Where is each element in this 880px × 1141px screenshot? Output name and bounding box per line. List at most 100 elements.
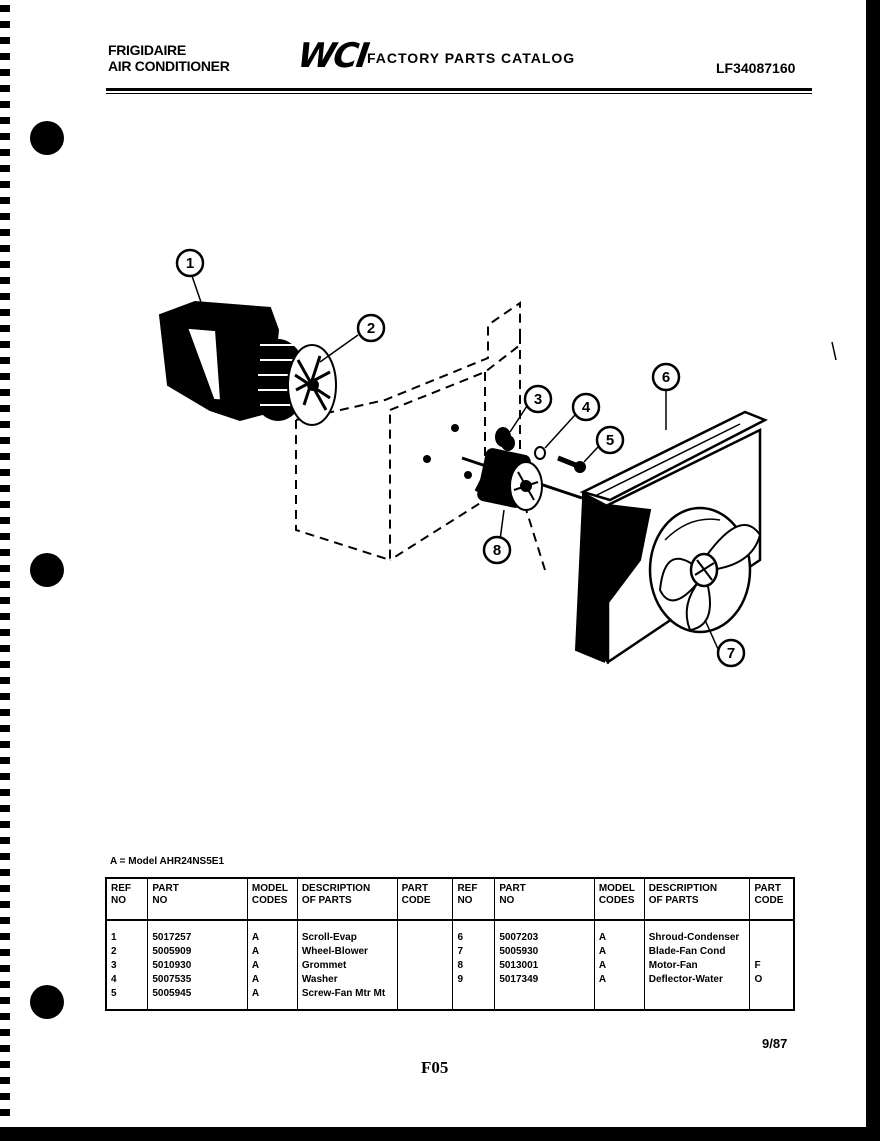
perforation-mark: [0, 149, 10, 156]
part-blower-wheel: [249, 339, 337, 426]
binder-hole-middle: [30, 553, 64, 587]
model-note: A = Model AHR24NS5E1: [110, 856, 225, 867]
perforation-mark: [0, 69, 10, 76]
callout-3: [523, 384, 553, 414]
perforation-mark: [0, 837, 10, 844]
part-grommet: [495, 427, 515, 451]
perforation-mark: [0, 709, 10, 716]
perforation-mark: [0, 661, 10, 668]
scan-mark: [831, 341, 837, 361]
header-rule-thin: [106, 93, 812, 94]
perforation-mark: [0, 405, 10, 412]
perforation-mark: [0, 645, 10, 652]
perforation-mark: [0, 773, 10, 780]
perforation-mark: [0, 309, 10, 316]
perforation-mark: [0, 533, 10, 540]
perforation-mark: [0, 949, 10, 956]
perforation-mark: [0, 1077, 10, 1084]
perforation-mark: [0, 341, 10, 348]
perforation-mark: [0, 37, 10, 44]
perforation-mark: [0, 197, 10, 204]
perforation-mark: [0, 901, 10, 908]
part-screw: [557, 455, 586, 473]
exploded-parts-diagram: 1 2 3 4 5 6 7 8: [158, 248, 837, 668]
callout-7: [716, 638, 746, 668]
perforation-mark: [0, 725, 10, 732]
perforation-mark: [0, 1013, 10, 1020]
perforation-mark: [0, 821, 10, 828]
catalog-number: LF34087160: [716, 60, 796, 76]
perforation-mark: [0, 53, 10, 60]
part-blade-fan-cond: [648, 506, 762, 634]
perforation-mark: [0, 965, 10, 972]
perforation-strip: [0, 0, 12, 1141]
product-type: AIR CONDITIONER: [108, 58, 230, 74]
part-washer: [534, 446, 546, 460]
callout-4-label: 4: [582, 399, 591, 416]
left-part-code-column: [397, 920, 454, 1010]
perforation-mark: [0, 693, 10, 700]
brand-name: FRIGIDAIRE: [108, 42, 186, 58]
perforation-mark: [0, 245, 10, 252]
perforation-mark: [0, 997, 10, 1004]
callout-2-label: 2: [367, 320, 375, 337]
perforation-mark: [0, 101, 10, 108]
perforation-mark: [0, 597, 10, 604]
callout-4: [571, 392, 601, 422]
perforation-mark: [0, 437, 10, 444]
perforation-mark: [0, 85, 10, 92]
callout-8: [482, 535, 512, 565]
part-fan-motor: [423, 424, 583, 511]
perforation-mark: [0, 981, 10, 988]
perforation-mark: [0, 1109, 10, 1116]
perforation-mark: [0, 805, 10, 812]
header-rule: [106, 88, 812, 91]
perforation-mark: [0, 453, 10, 460]
perforation-mark: [0, 885, 10, 892]
perforation-mark: [0, 181, 10, 188]
perforation-mark: [0, 677, 10, 684]
perforation-mark: [0, 229, 10, 236]
perforation-mark: [0, 485, 10, 492]
scan-border-bottom: [0, 1127, 880, 1141]
perforation-mark: [0, 1045, 10, 1052]
perforation-mark: [0, 421, 10, 428]
perforation-mark: [0, 1061, 10, 1068]
perforation-mark: [0, 469, 10, 476]
callout-5-label: 5: [606, 432, 614, 449]
perforation-mark: [0, 565, 10, 572]
brand-block: FRIGIDAIRE AIR CONDITIONER: [108, 42, 230, 74]
perforation-mark: [0, 853, 10, 860]
page-code: F05: [421, 1058, 449, 1077]
perforation-mark: [0, 501, 10, 508]
callout-leader-lines: [191, 275, 719, 650]
scan-border-right: [866, 0, 880, 1141]
callout-3-label: 3: [534, 391, 542, 408]
perforation-mark: [0, 629, 10, 636]
callout-6-label: 6: [662, 369, 670, 386]
perforation-mark: [0, 165, 10, 172]
revision-date: 9/87: [762, 1036, 788, 1051]
perforation-mark: [0, 277, 10, 284]
perforation-mark: [0, 389, 10, 396]
callout-5: [595, 425, 625, 455]
perforation-mark: [0, 117, 10, 124]
perforation-mark: [0, 581, 10, 588]
perforation-mark: [0, 933, 10, 940]
perforation-mark: [0, 261, 10, 268]
